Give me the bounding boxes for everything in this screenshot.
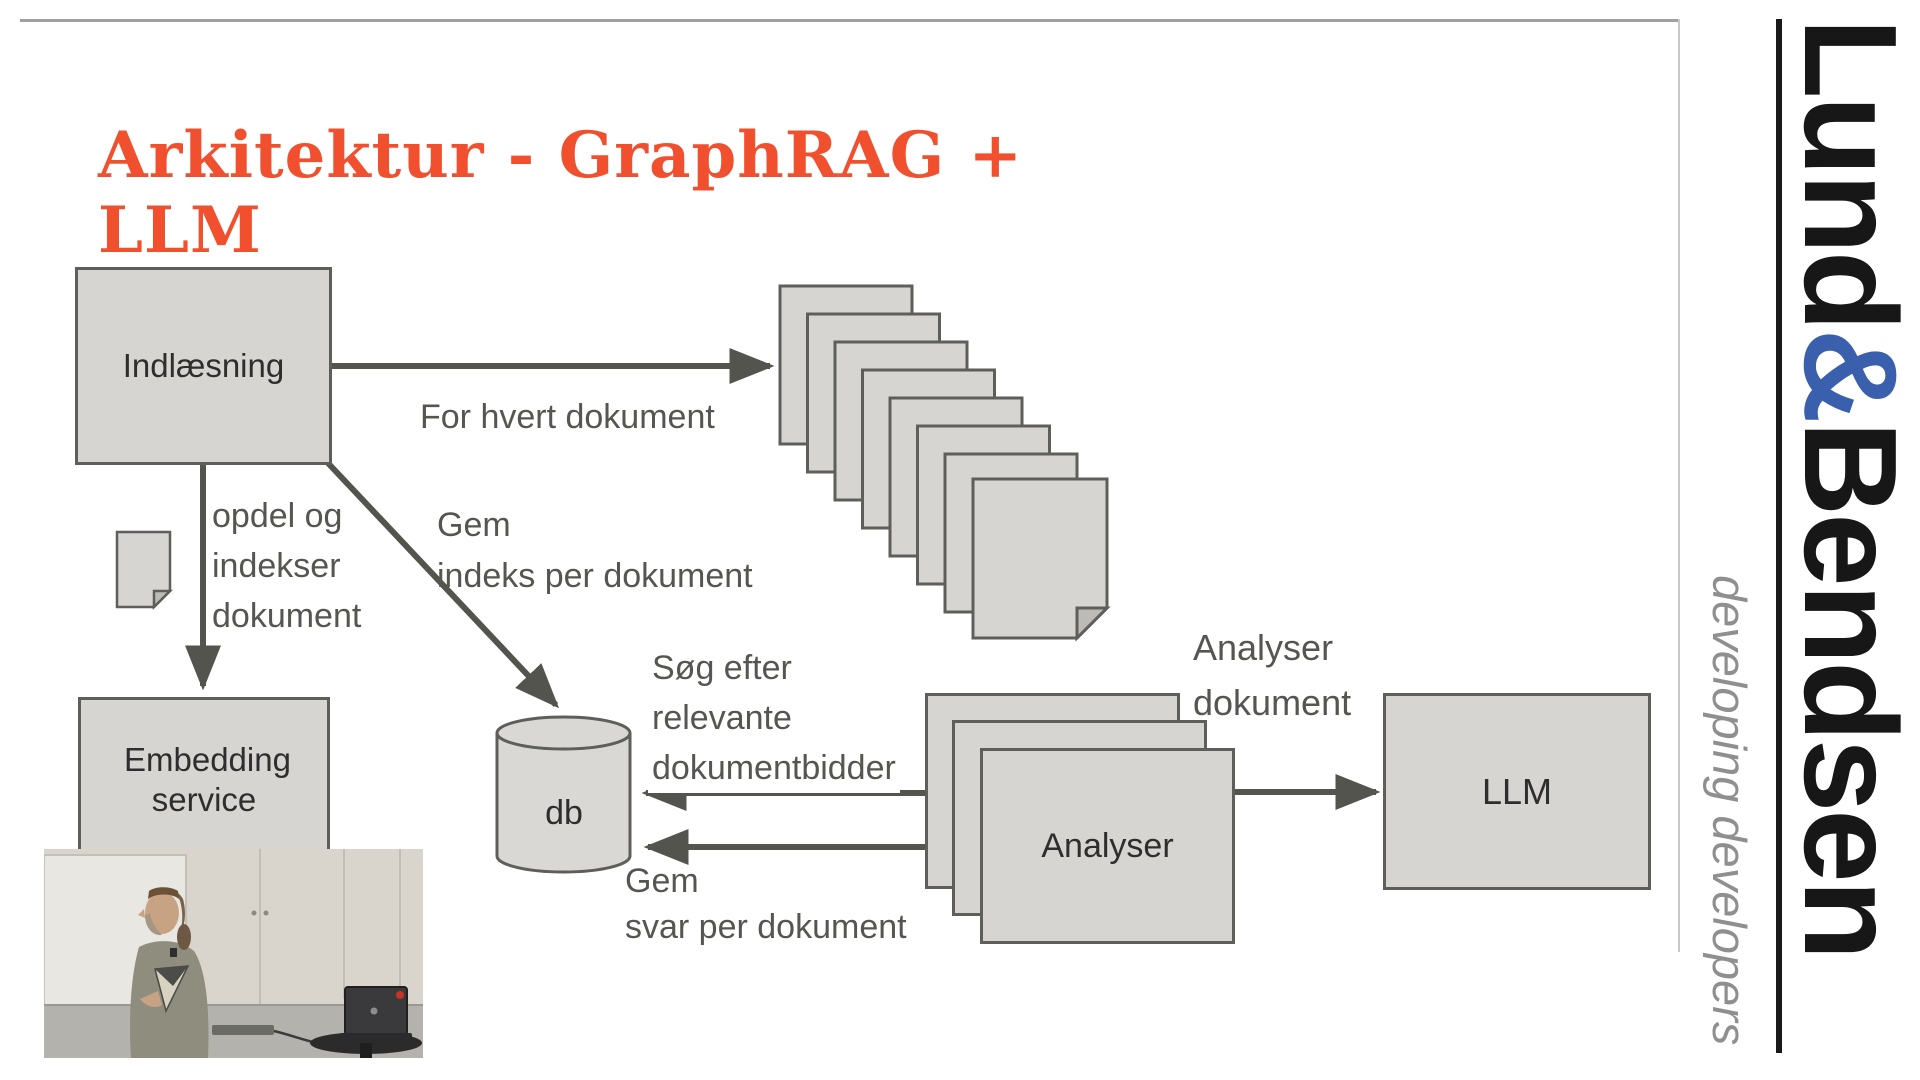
presenter-beard <box>145 913 162 936</box>
edge-label-save-answer: Gem svar per dokument <box>625 862 907 946</box>
webcam-cabinet <box>259 849 401 1007</box>
node-embedding-label: Embedding service <box>124 740 291 818</box>
node-llm-label: LLM <box>1481 770 1553 812</box>
edge-label-save-index: Gem indeks per dokument <box>437 506 753 595</box>
database-cylinder-icon <box>495 715 632 874</box>
logo-ampersand-icon: & <box>1777 328 1920 421</box>
node-embedding-service: Embedding service <box>78 697 330 862</box>
webcam-door-handle <box>251 910 257 916</box>
node-analyser-label: Analyser <box>1041 827 1174 865</box>
edge-label-for-each-document: For hvert dokument <box>420 398 715 436</box>
edge-label-search-relevant: Søg efter relevante dokumentbidder <box>648 643 900 793</box>
presenter-mic-clip <box>170 948 177 957</box>
webcam-laptop <box>340 986 412 1039</box>
node-db-label: db <box>545 794 583 832</box>
node-indlaesning: Indlæsning <box>75 267 332 465</box>
webcam-overlay <box>44 849 423 1058</box>
webcam-table-leg <box>360 1043 372 1058</box>
presenter-glasses-on-head <box>148 887 179 899</box>
diagram-arrows <box>185 348 1381 865</box>
webcam-scene <box>44 849 423 1058</box>
small-document-icon <box>115 530 174 611</box>
slide-right-border <box>1678 19 1680 952</box>
logo-bendsen: Bendsen <box>1777 420 1920 958</box>
webcam-presenter <box>129 887 209 1058</box>
document-stack-icon <box>778 284 1111 642</box>
logo-vertical-rule <box>1776 19 1782 1053</box>
webcam-power-strip <box>212 1025 274 1035</box>
presenter-nose <box>138 909 145 918</box>
edge-label-split-and-index: opdel og indekser dokument <box>212 497 362 635</box>
logo-lund: Lund <box>1777 18 1920 329</box>
webcam-laptop-logo-icon <box>370 1007 378 1015</box>
webcam-door-handle <box>263 910 269 916</box>
presenter-ponytail <box>177 924 191 950</box>
edge-label-analyse-document: Analyser dokument <box>1193 627 1352 723</box>
presenter-hand <box>140 991 162 1007</box>
node-llm: LLM <box>1383 693 1651 890</box>
document-fold-icon <box>1075 606 1111 642</box>
slide-title: Arkitektur - GraphRAG + LLM <box>98 118 1024 268</box>
node-analyser: Analyser <box>980 748 1235 944</box>
slide-top-border <box>20 19 1679 22</box>
arrow-indlaesning-to-db <box>324 459 560 709</box>
company-logo: Lund&Bendsen <box>1777 18 1920 1028</box>
webcam-laptop-sticker <box>396 991 404 999</box>
company-tagline: developing developers <box>1703 575 1756 1046</box>
presenter-shirt-print-dark <box>155 966 188 986</box>
node-indlaesning-label: Indlæsning <box>122 347 285 384</box>
presenter-head <box>145 892 179 934</box>
